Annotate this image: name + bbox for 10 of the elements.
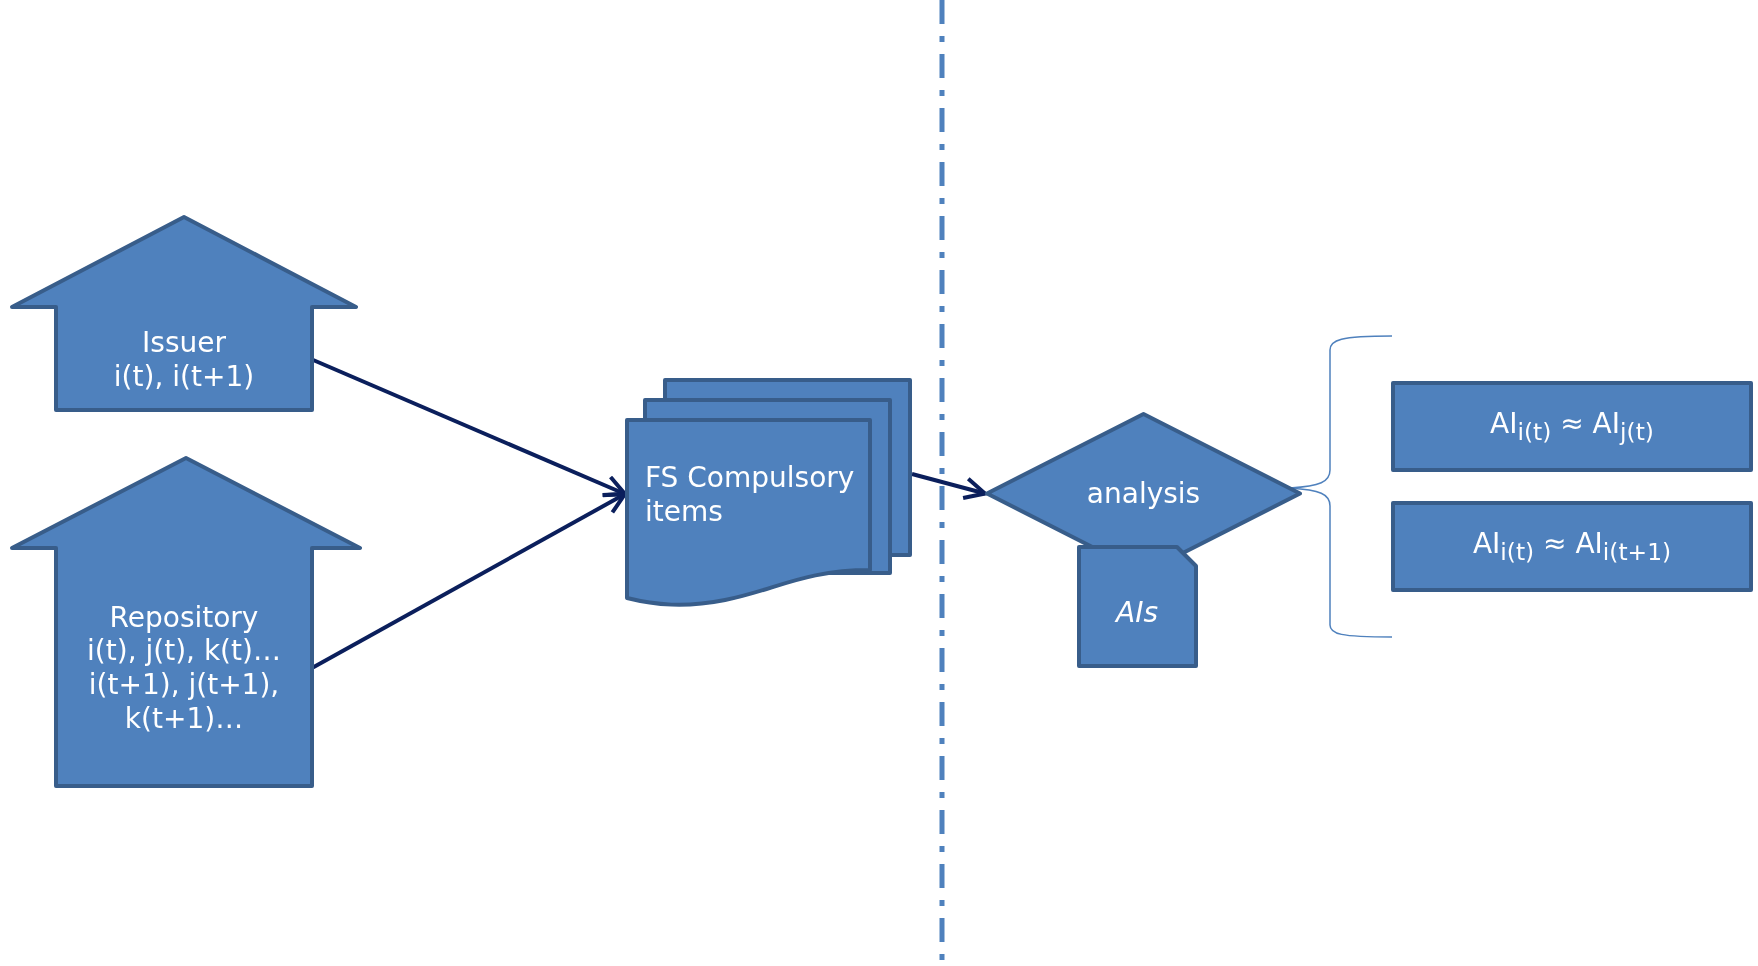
node-label: FS Compulsory items bbox=[645, 461, 856, 529]
node-label: Issuer bbox=[142, 325, 226, 360]
node-label: AIs bbox=[1116, 595, 1158, 630]
node-label: Repository bbox=[109, 600, 259, 635]
node-label: AI$_{i(t)}$ ≈ AI$_{j(t)}$ bbox=[1490, 407, 1654, 446]
node-label: AI$_{i(t)}$ ≈ AI$_{i(t+1)}$ bbox=[1472, 527, 1672, 566]
arrow bbox=[911, 472, 987, 500]
node-label: analysis bbox=[1086, 476, 1201, 511]
node-text: i(t), i(t+1) bbox=[113, 359, 255, 394]
node-text: i(t), j(t), k(t)… i(t+1), j(t+1), k(t+1)… bbox=[86, 634, 282, 736]
